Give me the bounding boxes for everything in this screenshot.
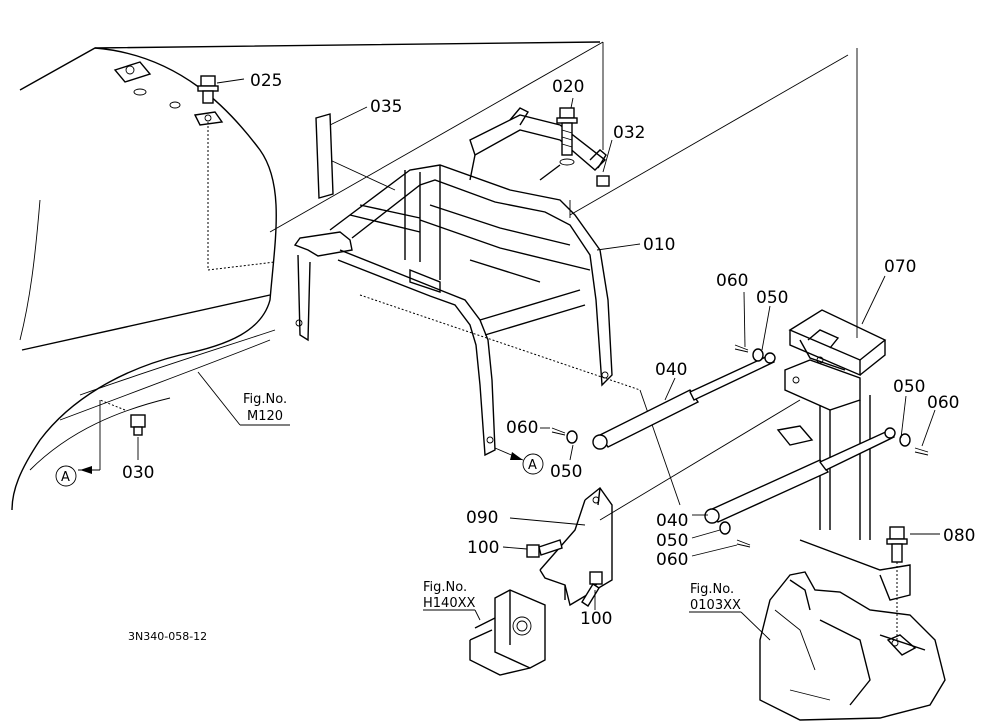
fig-ref-h140xx-title: Fig.No. — [423, 580, 467, 595]
frame-010 — [293, 107, 613, 457]
part-label-010: 010 — [643, 235, 675, 255]
part-label-032: 032 — [613, 123, 645, 143]
bolt-030 — [99, 399, 146, 436]
part-label-040-low: 040 — [656, 511, 688, 531]
bolt-100-right — [581, 571, 603, 607]
bolt-080 — [886, 526, 908, 640]
fig-ref-0103xx-title: Fig.No. — [690, 582, 734, 597]
strip-035 — [315, 113, 334, 199]
fig-ref-h140xx: H140XX — [423, 596, 475, 611]
part-label-100-left: 100 — [467, 538, 499, 558]
drawing-code: 3N340-058-12 — [128, 630, 207, 643]
part-label-035: 035 — [370, 97, 402, 117]
hood-cover — [11, 41, 601, 511]
part-label-050-mid: 050 — [550, 462, 582, 482]
part-label-060-low: 060 — [656, 550, 688, 570]
nut-032 — [596, 175, 610, 187]
part-label-050-low: 050 — [656, 531, 688, 551]
bolt-020 — [556, 107, 578, 166]
svg-text:A: A — [528, 458, 537, 473]
part-label-060-mid: 060 — [506, 418, 538, 438]
bolt-025 — [197, 75, 219, 104]
housing-0103xx — [759, 571, 946, 721]
gas-spring-040-upper — [592, 352, 776, 450]
svg-text:A: A — [61, 470, 70, 485]
pins-060 — [551, 344, 929, 548]
part-label-070: 070 — [884, 257, 916, 277]
fig-ref-m120: M120 — [247, 409, 283, 424]
assembly-guide-lines — [269, 41, 858, 521]
view-marker-a-left: A — [55, 465, 77, 487]
part-label-020: 020 — [552, 77, 584, 97]
part-label-030: 030 — [122, 463, 154, 483]
bracket-070 — [776, 309, 911, 601]
leader-lines — [78, 78, 940, 641]
part-label-100-right: 100 — [580, 609, 612, 629]
part-label-040-top: 040 — [655, 360, 687, 380]
fig-ref-m120-title: Fig.No. — [243, 392, 287, 407]
washers-050 — [566, 348, 911, 535]
part-label-080: 080 — [943, 526, 975, 546]
part-label-025: 025 — [250, 71, 282, 91]
part-label-050-top: 050 — [756, 288, 788, 308]
housing-h140xx — [469, 589, 546, 676]
part-label-060-right: 060 — [927, 393, 959, 413]
part-label-090: 090 — [466, 508, 498, 528]
fig-ref-0103xx: 0103XX — [690, 598, 741, 613]
gas-spring-040-lower — [704, 427, 896, 524]
part-label-060-top: 060 — [716, 271, 748, 291]
part-label-050-right: 050 — [893, 377, 925, 397]
view-marker-a-right: A — [522, 453, 544, 475]
bolt-100-left — [526, 539, 563, 558]
